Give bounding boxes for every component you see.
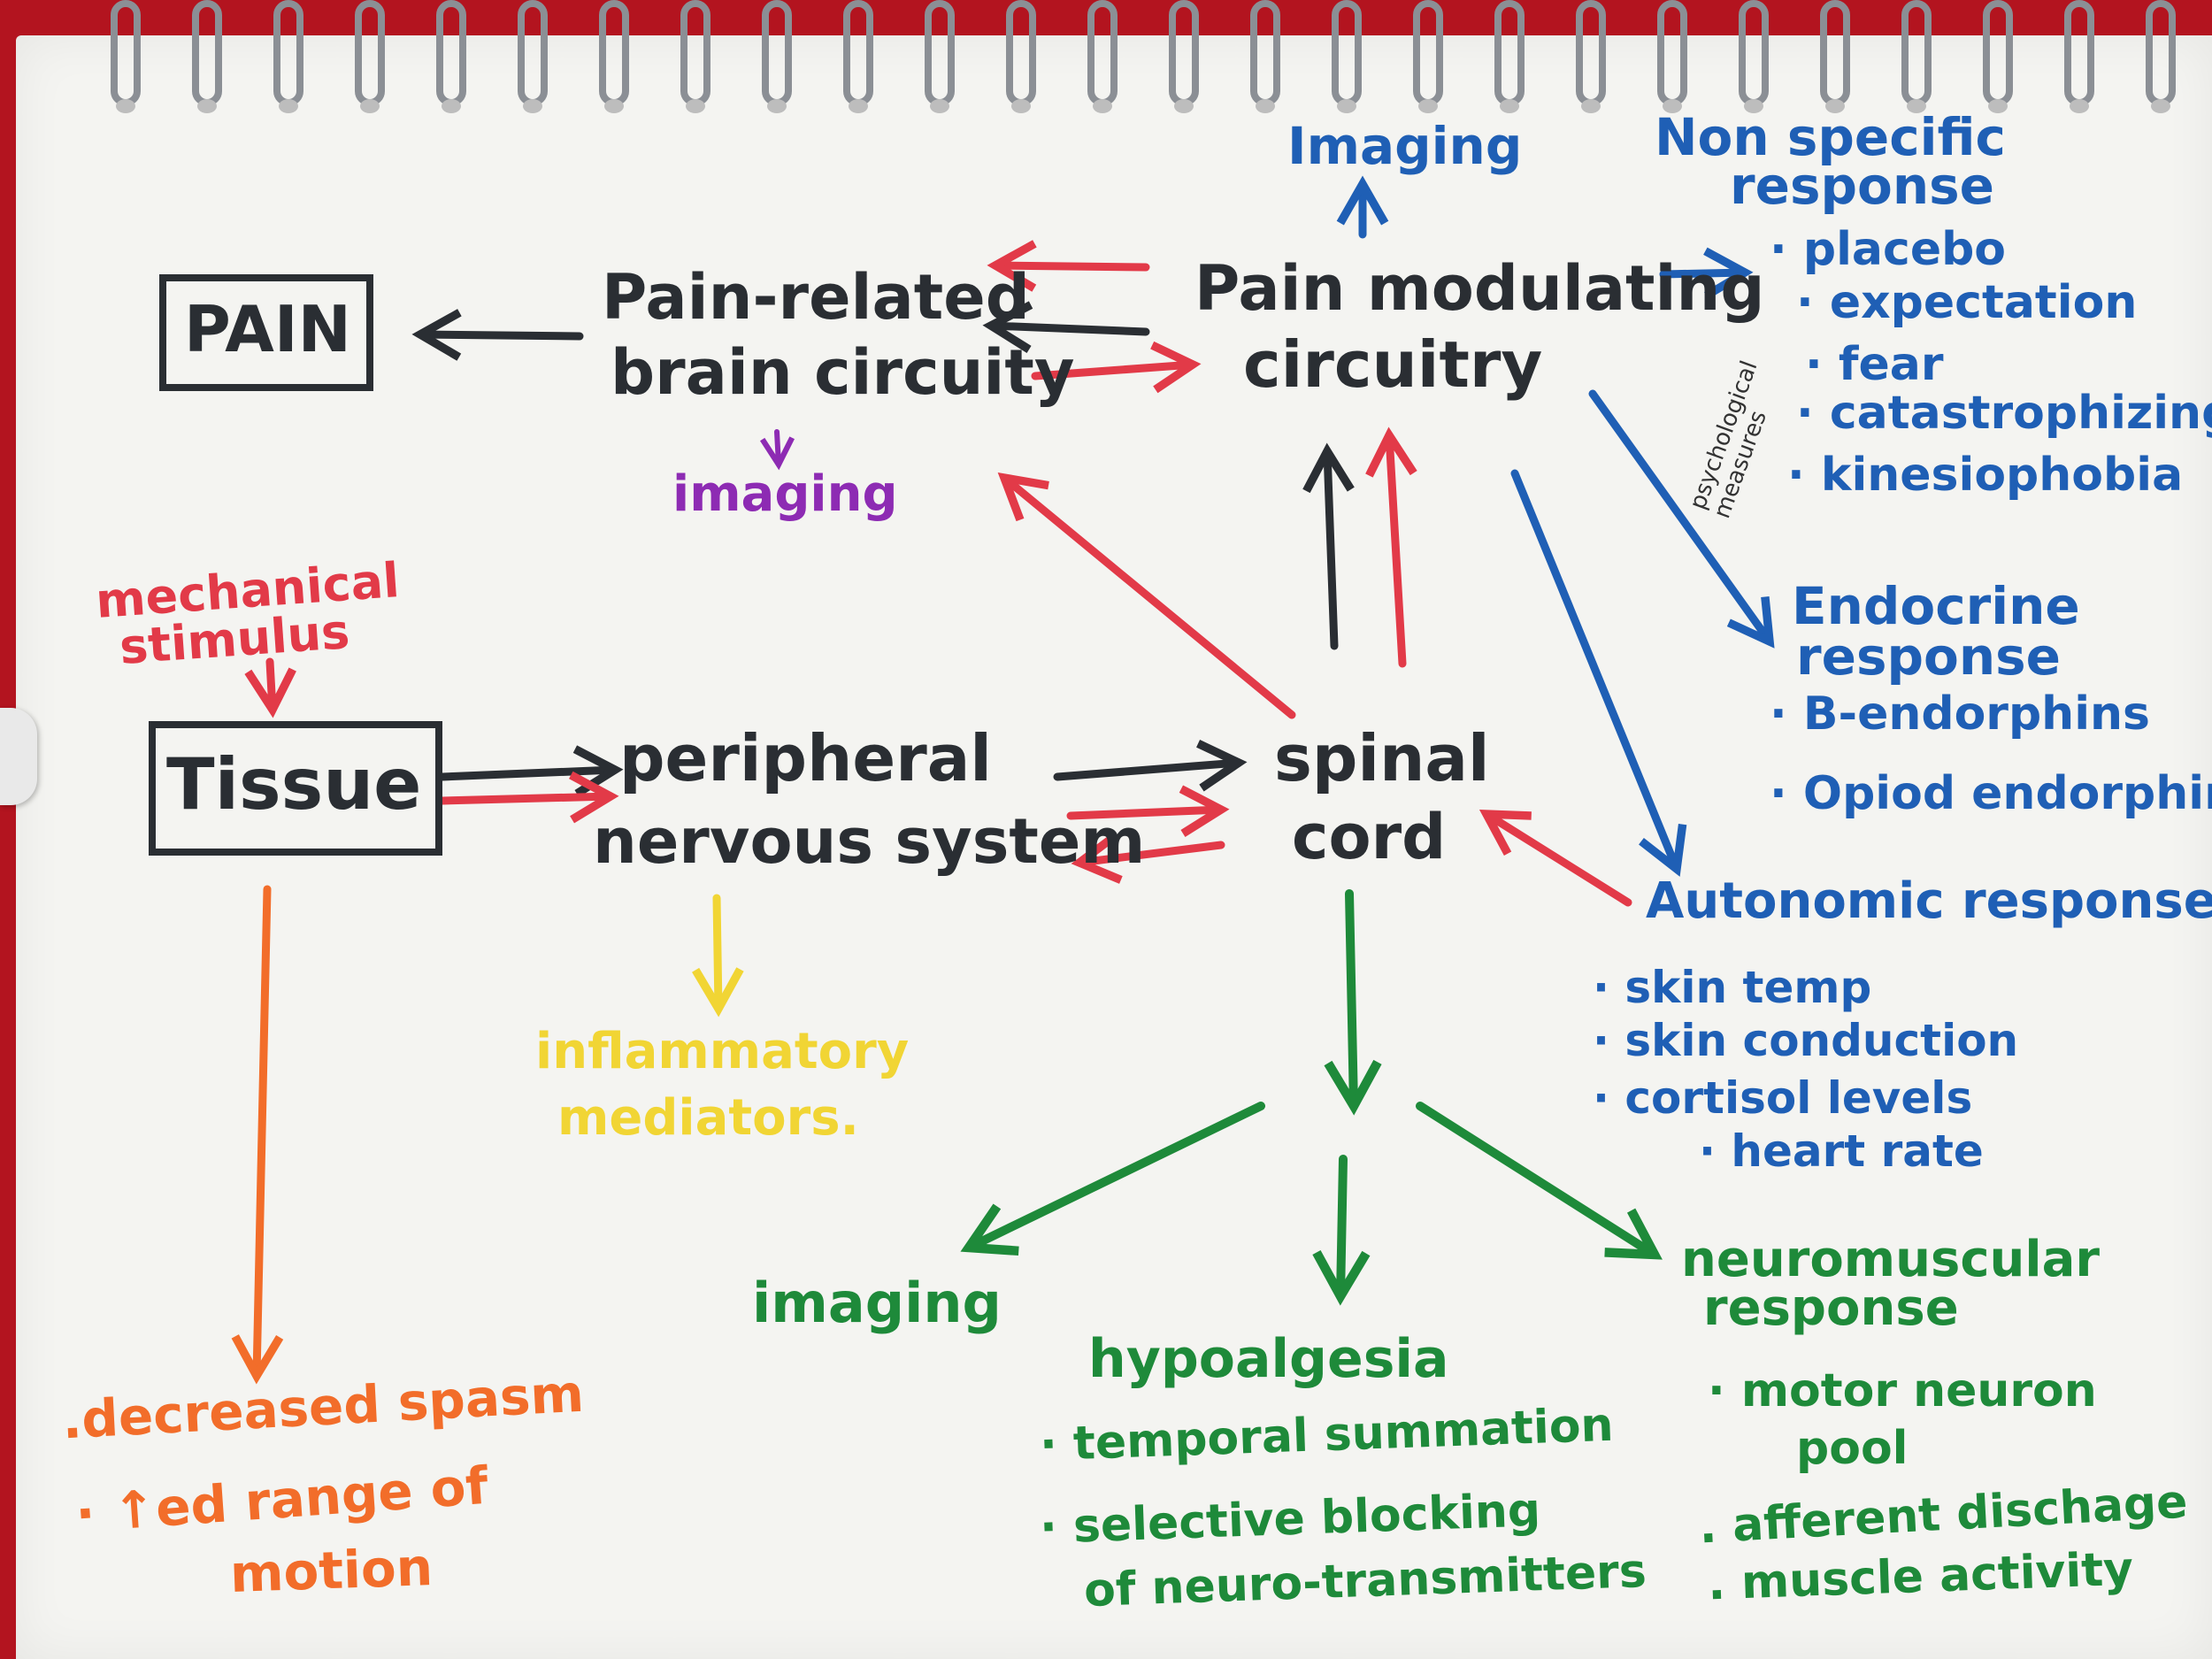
pain-label: PAIN — [184, 292, 351, 366]
binding-hole — [197, 99, 217, 113]
binder-clip — [0, 708, 37, 805]
neuromuscular-line2: response — [1703, 1279, 1959, 1337]
binding-hole — [1337, 99, 1356, 113]
binding-hole — [523, 99, 542, 113]
inflammatory-line1: inflammatory — [535, 1023, 910, 1080]
binding-hole — [1256, 99, 1275, 113]
arrow-modulating-to-brain-black — [982, 301, 1150, 353]
endocrine-line1: Endocrine — [1792, 576, 2080, 636]
non-specific-line2: response — [1730, 156, 1994, 216]
endocrine-item: · Opiod endorphin — [1770, 767, 2212, 820]
binding-hole — [686, 99, 705, 113]
autonomic-item: · skin temp — [1593, 962, 1872, 1013]
brain-imaging-label: imaging — [672, 465, 898, 523]
endocrine-line2: response — [1796, 626, 2061, 687]
binding-hole — [1988, 99, 2008, 113]
arrow-tissue-to-peripheral-black — [438, 745, 624, 797]
binding-hole — [849, 99, 868, 113]
binding-hole — [1174, 99, 1194, 113]
binding-hole — [442, 99, 461, 113]
inflammatory-line2: mediators. — [557, 1089, 859, 1147]
binding-hole — [2151, 99, 2170, 113]
arrow-spinal-to-modulating-black — [1302, 442, 1355, 650]
binding-hole — [279, 99, 298, 113]
arrow-stimulus-to-tissue — [244, 657, 296, 718]
neuromuscular-item: pool — [1796, 1422, 1909, 1475]
binding-hole — [2070, 99, 2089, 113]
peripheral-line2: nervous system — [593, 805, 1146, 878]
non-specific-item: · catastrophizing — [1796, 387, 2212, 440]
arrow-autonomic-to-spinal-red — [1479, 809, 1632, 907]
arrow-spinal-down — [1324, 889, 1382, 1116]
spinal-line2: cord — [1292, 801, 1447, 873]
arrow-to-imaging-green — [960, 1102, 1265, 1256]
binding-hole — [1418, 99, 1438, 113]
arrow-peripheral-to-inflammatory — [692, 894, 744, 1018]
spiral-binding — [0, 0, 2212, 124]
autonomic-item: · heart rate — [1699, 1125, 1984, 1177]
non-specific-item: · expectation — [1796, 276, 2138, 329]
binding-hole — [930, 99, 949, 113]
non-specific-item: · fear — [1805, 338, 1944, 391]
binding-hole — [767, 99, 787, 113]
binding-hole — [1500, 99, 1519, 113]
pain-box — [159, 274, 373, 391]
arrow-modulating-to-autonomic — [1510, 469, 1687, 877]
hypoalgesia-title: hypoalgesia — [1088, 1328, 1449, 1390]
arrow-spinal-to-peripheral-red — [1071, 832, 1225, 884]
arrow-spinal-to-modulating-red — [1365, 426, 1417, 668]
autonomic-title: Autonomic response — [1646, 872, 2212, 930]
arrow-peripheral-to-spinal-black — [1053, 740, 1248, 792]
binding-hole — [1581, 99, 1601, 113]
arrow-brain-to-imaging — [759, 429, 795, 471]
neuromuscular-item: · motor neuron — [1708, 1364, 2097, 1417]
autonomic-item: · skin conduction — [1593, 1015, 2019, 1066]
arrow-to-hypoalgesia — [1312, 1155, 1371, 1306]
modulating-imaging-label: Imaging — [1287, 116, 1523, 176]
arrow-tissue-to-effects — [231, 885, 284, 1385]
endocrine-item: · B-endorphins — [1770, 687, 2150, 741]
binding-hole — [1011, 99, 1031, 113]
tissue-label: Tissue — [166, 743, 422, 826]
tissue-effect-item: motion — [228, 1537, 434, 1604]
binding-hole — [1663, 99, 1682, 113]
arrow-spinal-to-brain-red — [997, 472, 1296, 719]
pain-modulating-line1: Pain modulating — [1194, 252, 1765, 325]
arrow-to-neuromuscular — [1416, 1102, 1663, 1260]
arrow-brain-to-modulating-red — [1031, 341, 1202, 394]
non-specific-item: · placebo — [1770, 223, 2007, 276]
binding-hole — [360, 99, 380, 113]
neuromuscular-line1: neuromuscular — [1681, 1231, 2101, 1288]
binding-hole — [1825, 99, 1845, 113]
arrow-brain-to-pain — [411, 309, 584, 361]
binding-hole — [604, 99, 624, 113]
arrow-modulating-to-nonspecific — [1659, 247, 1754, 300]
pain-modulating-line2: circuitry — [1243, 327, 1543, 402]
spinal-line1: spinal — [1274, 721, 1490, 795]
binding-hole — [1744, 99, 1763, 113]
arrow-modulating-to-brain-red — [987, 240, 1150, 292]
arrow-modulating-to-endocrine — [1588, 389, 1775, 649]
arrow-tissue-to-peripheral-red — [438, 771, 619, 824]
non-specific-line1: Non specific — [1655, 107, 2006, 167]
binding-hole — [1907, 99, 1926, 113]
pain-related-line2: brain circuity — [611, 336, 1075, 409]
spinal-imaging-label: imaging — [752, 1271, 1002, 1335]
arrow-peripheral-to-spinal-red — [1066, 785, 1230, 837]
binding-hole — [116, 99, 135, 113]
pain-related-line1: Pain-related — [602, 261, 1030, 334]
non-specific-item: · kinesiophobia — [1787, 449, 2184, 502]
peripheral-line1: peripheral — [619, 721, 992, 795]
autonomic-item: · cortisol levels — [1593, 1072, 1973, 1124]
binding-hole — [1093, 99, 1112, 113]
tissue-box — [149, 721, 442, 856]
